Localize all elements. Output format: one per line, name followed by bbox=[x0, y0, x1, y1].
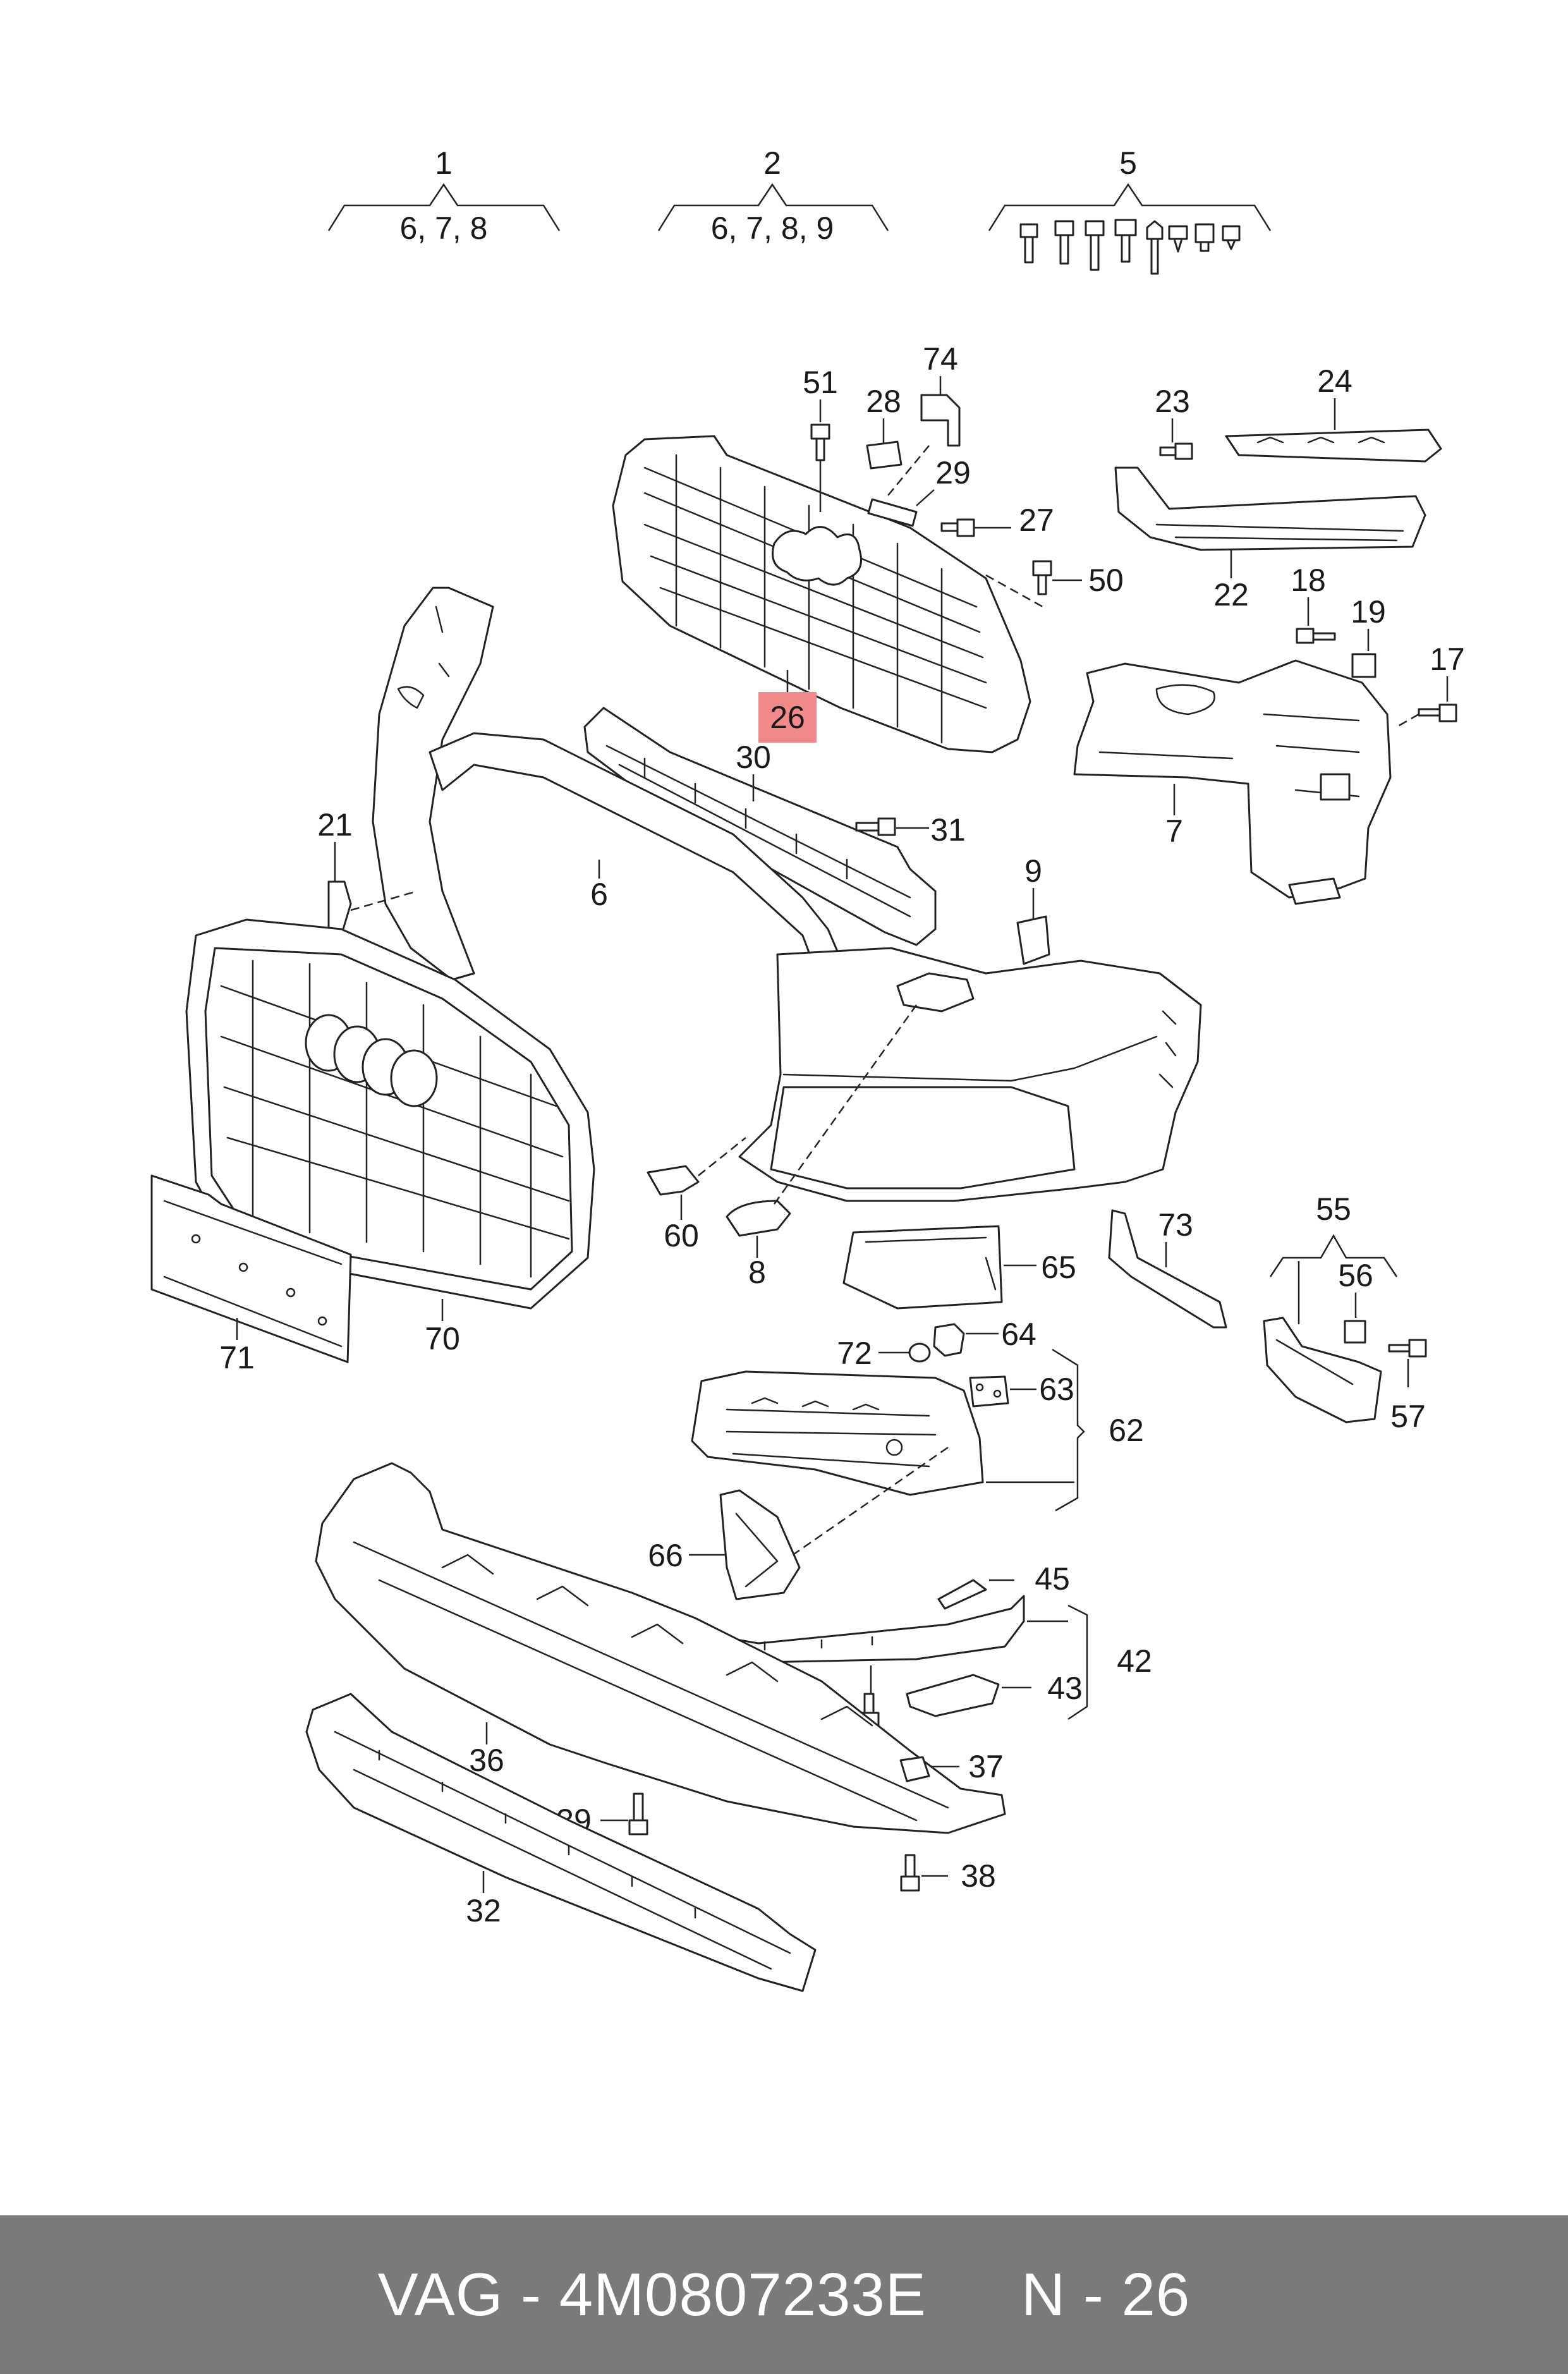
label-9: 9 bbox=[1024, 853, 1042, 889]
part-62-fog-grille-group: 62 bbox=[691, 1348, 1144, 1562]
label-62: 62 bbox=[1109, 1413, 1144, 1448]
part-27-screw: 27 bbox=[940, 502, 1054, 538]
label-29: 29 bbox=[935, 455, 971, 490]
label-36: 36 bbox=[469, 1743, 504, 1778]
part-64-bushing: 64 bbox=[933, 1317, 1036, 1357]
label-73: 73 bbox=[1158, 1207, 1193, 1243]
part-18-screw: 18 bbox=[1291, 563, 1336, 644]
part-50-screw: 50 bbox=[985, 560, 1124, 608]
label-38: 38 bbox=[961, 1858, 996, 1894]
label-26: 26 bbox=[770, 700, 805, 735]
fastener-set-icons bbox=[1019, 219, 1241, 275]
part-72-seal-ring: 72 bbox=[837, 1336, 931, 1371]
label-30: 30 bbox=[736, 740, 771, 775]
part-26-highlight bbox=[758, 692, 817, 743]
label-60: 60 bbox=[664, 1218, 699, 1253]
label-6: 6 bbox=[590, 877, 608, 912]
group-includes: 6, 7, 8 bbox=[400, 210, 488, 246]
part-60-cover: 60 bbox=[647, 1137, 746, 1253]
label-45: 45 bbox=[1035, 1561, 1070, 1597]
label-74: 74 bbox=[923, 341, 958, 377]
part-38-screw: 38 bbox=[900, 1854, 996, 1894]
label-17: 17 bbox=[1430, 642, 1465, 677]
footer-bar: VAG - 4M0807233E N - 26 bbox=[0, 2215, 1568, 2374]
label-63: 63 bbox=[1039, 1372, 1074, 1407]
part-57-screw: 57 bbox=[1388, 1339, 1427, 1434]
label-27: 27 bbox=[1019, 502, 1054, 538]
part-32-spoiler-lip: 32 bbox=[305, 1693, 817, 1992]
group-number: 2 bbox=[763, 145, 781, 181]
part-6-bumper-cover: 6 bbox=[372, 587, 1202, 1202]
group-number: 1 bbox=[435, 145, 453, 181]
part-56-clip: 56 bbox=[1338, 1258, 1373, 1344]
label-42: 42 bbox=[1117, 1643, 1152, 1679]
label-23: 23 bbox=[1155, 384, 1190, 419]
group-number: 5 bbox=[1119, 145, 1137, 181]
label-8: 8 bbox=[748, 1255, 766, 1290]
label-64: 64 bbox=[1001, 1317, 1036, 1352]
part-37-clip: 37 bbox=[899, 1749, 1004, 1784]
part-28-clip: 28 bbox=[866, 384, 903, 470]
header-group-2: 2 6, 7, 8, 9 bbox=[657, 145, 889, 246]
part-23-screw: 23 bbox=[1155, 384, 1193, 460]
label-55: 55 bbox=[1316, 1191, 1351, 1227]
part-21-clip: 21 bbox=[317, 807, 418, 937]
part-45-strip: 45 bbox=[937, 1561, 1070, 1610]
part-30-crossmember: 30 bbox=[583, 707, 937, 946]
part-8-cover: 8 bbox=[726, 1004, 918, 1290]
label-57: 57 bbox=[1390, 1399, 1426, 1434]
label-43: 43 bbox=[1047, 1671, 1083, 1706]
part-43-strip: 43 bbox=[906, 1671, 1083, 1717]
label-56: 56 bbox=[1338, 1258, 1373, 1293]
part-73-bracket: 73 bbox=[1108, 1207, 1227, 1329]
part-63-bracket: 63 bbox=[969, 1372, 1074, 1408]
label-19: 19 bbox=[1351, 594, 1386, 630]
part-17-screw: 17 bbox=[1396, 642, 1465, 728]
label-21: 21 bbox=[317, 807, 353, 843]
label-66: 66 bbox=[648, 1538, 683, 1573]
part-29-clip: 29 bbox=[867, 455, 971, 527]
part-70-front-grille: 70 bbox=[185, 918, 595, 1356]
footer-diagram-position: N - 26 bbox=[1021, 2260, 1191, 2328]
label-50: 50 bbox=[1088, 563, 1124, 598]
label-70: 70 bbox=[425, 1321, 460, 1356]
footer-part-number: VAG - 4M0807233E bbox=[377, 2260, 927, 2328]
part-71-plate-bracket: 71 bbox=[150, 1174, 352, 1375]
part-24-trim-strip: 24 bbox=[1225, 363, 1442, 463]
label-71: 71 bbox=[219, 1340, 255, 1375]
label-31: 31 bbox=[930, 812, 966, 848]
part-51-screw: 51 bbox=[803, 365, 838, 512]
part-74-bracket: 74 bbox=[884, 341, 961, 500]
label-65: 65 bbox=[1041, 1250, 1076, 1285]
header-group-1: 1 6, 7, 8 bbox=[327, 145, 561, 246]
part-66-fog-lamp-cover: 66 bbox=[648, 1489, 801, 1600]
part-22-trim-strip: 22 bbox=[1114, 466, 1426, 612]
part-19-nut: 19 bbox=[1351, 594, 1386, 678]
part-65-cover-plate: 65 bbox=[842, 1225, 1076, 1310]
label-18: 18 bbox=[1291, 563, 1326, 598]
label-32: 32 bbox=[466, 1893, 501, 1928]
part-31-screw: 31 bbox=[855, 812, 966, 848]
label-72: 72 bbox=[837, 1336, 872, 1371]
group-includes: 6, 7, 8, 9 bbox=[711, 210, 834, 246]
part-36-underbody-panel: 36 bbox=[315, 1462, 1006, 1834]
label-37: 37 bbox=[968, 1749, 1004, 1784]
label-22: 22 bbox=[1213, 577, 1249, 612]
part-9-cap: 9 bbox=[1016, 853, 1050, 965]
label-51: 51 bbox=[803, 365, 838, 400]
four-rings-logo bbox=[305, 1014, 438, 1107]
label-24: 24 bbox=[1317, 363, 1352, 399]
label-28: 28 bbox=[866, 384, 901, 419]
part-26-upper-grille bbox=[612, 435, 1031, 753]
parts-diagram: 1 6, 7, 8 2 6, 7, 8, 9 5 26 51 bbox=[150, 145, 1465, 1992]
label-7: 7 bbox=[1165, 813, 1183, 849]
part-7-mounting-bracket: 7 bbox=[1073, 659, 1392, 905]
part-55-bracket-group: 55 bbox=[1263, 1191, 1398, 1423]
header-group-5: 5 bbox=[988, 145, 1272, 275]
